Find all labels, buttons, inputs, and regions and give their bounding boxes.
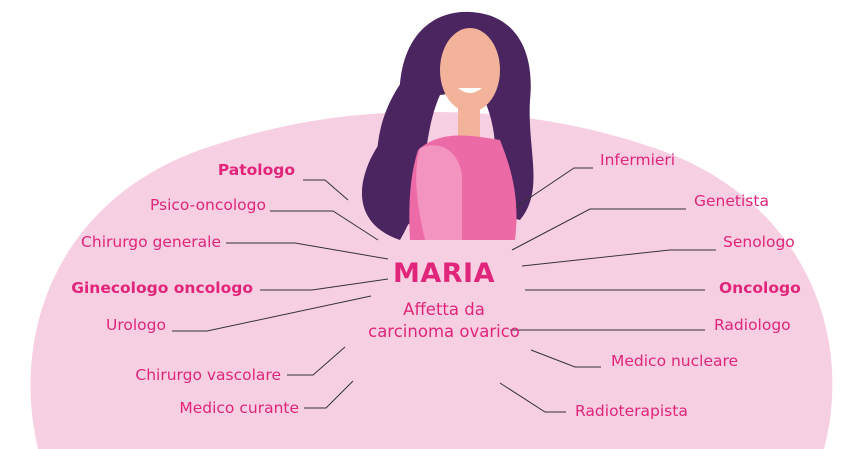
label-ginecologo-oncologo: Ginecologo oncologo <box>71 278 253 298</box>
neck <box>458 105 480 140</box>
patient-condition-line2: carcinoma ovarico <box>335 322 553 341</box>
label-patologo: Patologo <box>218 160 295 180</box>
label-radioterapista: Radioterapista <box>575 401 688 421</box>
label-medico-nucleare: Medico nucleare <box>611 351 738 371</box>
label-chirurgo-vascolare: Chirurgo vascolare <box>135 365 281 385</box>
patient-name: MARIA <box>355 258 533 289</box>
face-icon <box>440 28 500 112</box>
label-urologo: Urologo <box>106 315 166 335</box>
label-chirurgo-generale: Chirurgo generale <box>81 232 221 252</box>
label-medico-curante: Medico curante <box>179 398 299 418</box>
patient-condition-line1: Affetta da <box>335 300 553 319</box>
label-infermieri: Infermieri <box>600 150 675 170</box>
label-psico-oncologo: Psico-oncologo <box>150 195 266 215</box>
label-oncologo: Oncologo <box>719 278 801 298</box>
label-genetista: Genetista <box>694 191 769 211</box>
sleeve-icon <box>416 145 462 240</box>
label-radiologo: Radiologo <box>714 315 791 335</box>
label-senologo: Senologo <box>723 232 795 252</box>
